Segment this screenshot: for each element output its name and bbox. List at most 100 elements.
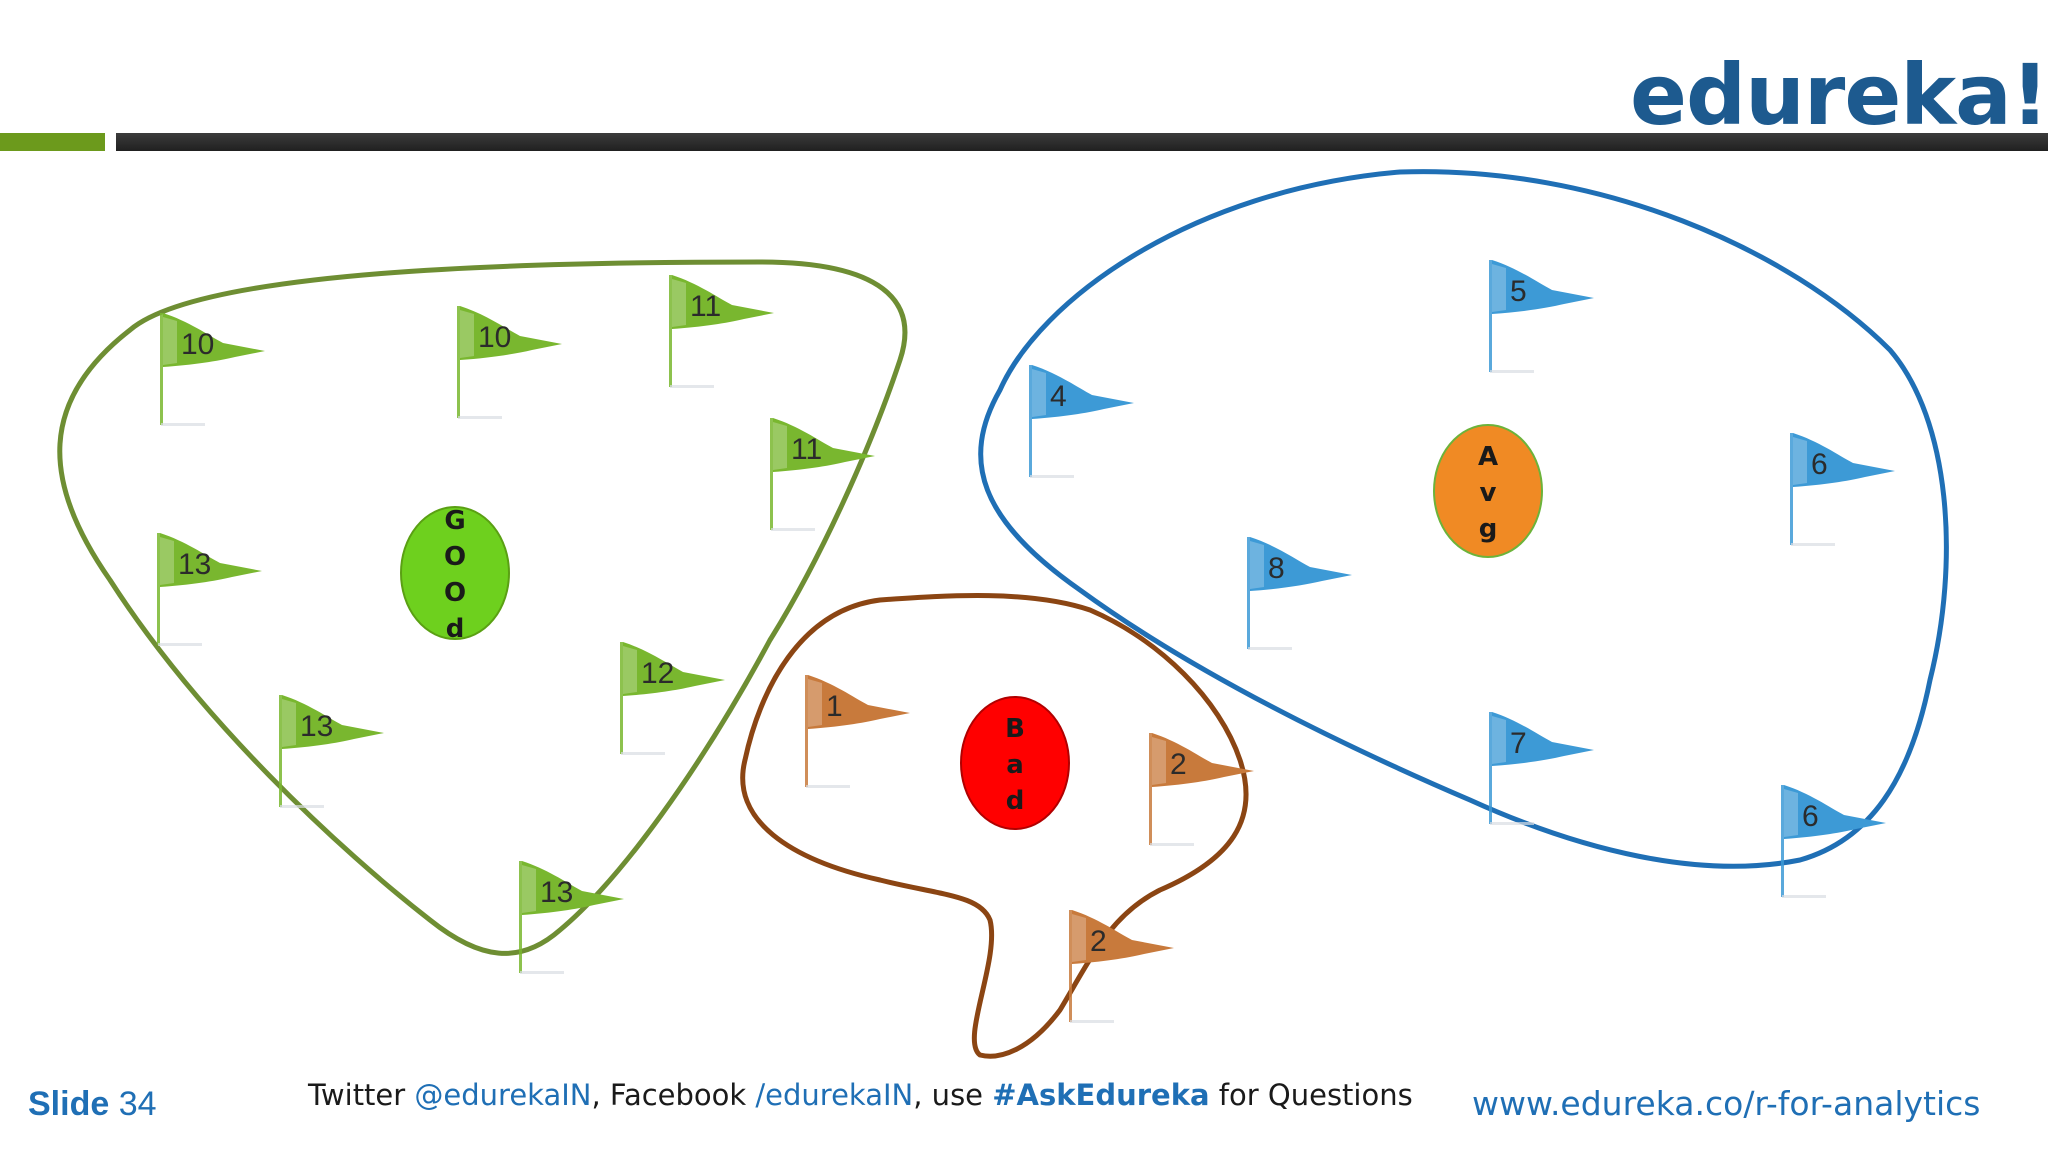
flag-shadow (806, 785, 850, 788)
flag-pole (1029, 365, 1032, 477)
flag-pole (1069, 910, 1072, 1022)
flag-pole (160, 313, 163, 425)
avg-flag: 4 (1029, 365, 1134, 478)
flag-pole (1489, 260, 1492, 372)
flag-label: 13 (178, 548, 211, 581)
bad-centroid-letter: d (1006, 786, 1025, 816)
flag-pole (1489, 712, 1492, 824)
good-centroid-letter: d (446, 614, 465, 644)
flag-pole (157, 533, 160, 645)
flag-pole (770, 418, 773, 530)
flag-highlight (1250, 541, 1264, 589)
flag-label: 2 (1170, 748, 1187, 781)
good-flag: 10 (457, 306, 562, 419)
flag-highlight (1793, 437, 1807, 485)
good-centroid (400, 506, 510, 640)
use-prefix: , use (913, 1078, 993, 1112)
avg-centroid-letter: v (1480, 478, 1497, 508)
flag-shadow (520, 971, 564, 974)
flag-shadow (158, 643, 202, 646)
hashtag-link[interactable]: #AskEdureka (992, 1078, 1210, 1112)
flag-shadow (1030, 475, 1074, 478)
questions-suffix: for Questions (1209, 1078, 1413, 1112)
flag-highlight (282, 699, 296, 747)
slide-number: Slide 34 (28, 1085, 157, 1124)
flag-highlight (623, 646, 637, 694)
flag-highlight (1072, 914, 1086, 962)
flag-label: 8 (1268, 552, 1285, 585)
flag-pole (805, 675, 808, 787)
edureka-logo: edureka! (1630, 46, 2048, 144)
facebook-handle-link[interactable]: /edurekaIN (755, 1078, 914, 1112)
good-flag: 12 (620, 642, 725, 755)
flag-label: 6 (1811, 448, 1828, 481)
flag-pole (519, 861, 522, 973)
flag-cloth (1152, 733, 1254, 787)
flag-cloth (160, 533, 262, 587)
flag-cloth (282, 695, 384, 749)
flag-pole (457, 306, 460, 418)
slide-label: Slide (28, 1085, 110, 1123)
flag-cloth (773, 418, 875, 472)
header-accent-bar (0, 133, 105, 151)
avg-flag: 7 (1489, 712, 1594, 825)
flag-cloth (1032, 365, 1134, 419)
flag-shadow (1150, 843, 1194, 846)
bad-flag: 1 (805, 675, 910, 788)
flag-pole (1149, 733, 1152, 845)
flag-shadow (670, 385, 714, 388)
bad-centroid (960, 696, 1070, 830)
flag-cloth (1793, 433, 1895, 487)
flag-cloth (1250, 537, 1352, 591)
flag-label: 10 (478, 321, 511, 354)
flag-pole (1247, 537, 1250, 649)
flag-cloth (672, 275, 774, 329)
flag-cloth (522, 861, 624, 915)
flag-shadow (1490, 370, 1534, 373)
flag-shadow (1248, 647, 1292, 650)
flag-cloth (808, 675, 910, 729)
avg-flag: 8 (1247, 537, 1352, 650)
flag-pole (1790, 433, 1793, 545)
facebook-prefix: , Facebook (591, 1078, 756, 1112)
flag-highlight (672, 279, 686, 327)
flag-label: 2 (1090, 925, 1107, 958)
good-flag: 13 (279, 695, 384, 808)
flag-highlight (773, 422, 787, 470)
good-flag: 11 (669, 275, 774, 388)
flag-label: 1 (826, 690, 843, 723)
slide-number-value: 34 (118, 1085, 157, 1123)
good-centroid-letter: G (444, 506, 465, 536)
flag-cloth (1492, 712, 1594, 766)
flag-label: 6 (1802, 800, 1819, 833)
flag-shadow (1791, 543, 1835, 546)
flag-shadow (771, 528, 815, 531)
good-flag: 13 (519, 861, 624, 974)
flag-label: 7 (1510, 727, 1527, 760)
flag-pole (620, 642, 623, 754)
flag-highlight (1032, 369, 1046, 417)
bad-centroid-letter: B (1005, 714, 1025, 744)
twitter-handle-link[interactable]: @edurekaIN (414, 1078, 592, 1112)
bad-cluster-boundary (740, 593, 1249, 1059)
flag-shadow (458, 416, 502, 419)
flag-cloth (623, 642, 725, 696)
flag-label: 5 (1510, 275, 1527, 308)
flag-cloth (1492, 260, 1594, 314)
flag-label: 11 (690, 290, 721, 323)
flag-label: 4 (1050, 380, 1067, 413)
good-centroid-letter: O (444, 578, 466, 608)
flag-cloth (1784, 785, 1886, 839)
flag-label: 11 (791, 433, 822, 466)
flag-cloth (1072, 910, 1174, 964)
bad-flag: 2 (1069, 910, 1174, 1023)
avg-centroid-letter: A (1478, 442, 1498, 472)
good-flag: 10 (160, 313, 265, 426)
flag-label: 13 (300, 710, 333, 743)
good-centroid-letter: O (444, 542, 466, 572)
avg-centroid-letter: g (1479, 514, 1498, 544)
twitter-prefix: Twitter (308, 1078, 415, 1112)
bad-flag: 2 (1149, 733, 1254, 846)
website-link[interactable]: www.edureka.co/r-for-analytics (1472, 1084, 1981, 1123)
